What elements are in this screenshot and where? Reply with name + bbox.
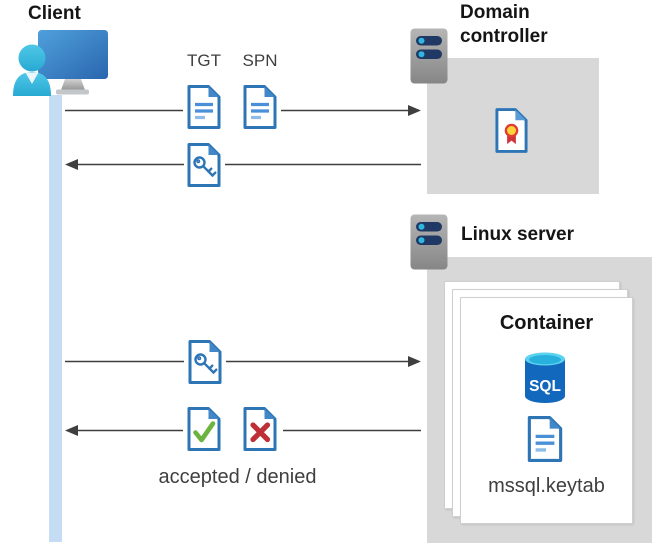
certificate-document-icon [494,106,529,155]
linux-server-icon [410,214,448,270]
tgt-label: TGT [187,51,221,70]
container-title: Container [499,312,594,334]
arrowhead-right-icon [408,356,421,367]
arrowhead-left-icon [65,425,78,436]
service-ticket-key-document-icon [187,339,223,385]
sql-database-icon: SQL [525,352,565,403]
tgt-document-icon [186,84,222,130]
arrowhead-right-icon [408,105,421,116]
user-monitor-icon [13,30,108,96]
auth-result-label: accepted / denied [158,466,317,488]
client-label: Client [28,3,81,24]
denied-x-document-icon [242,406,278,452]
sql-label: SQL [529,378,561,395]
arrowhead-left-icon [65,159,78,170]
service-ticket-key-document-icon [186,142,222,188]
linux-server-title: Linux server [461,224,574,245]
spn-label: SPN [242,51,278,70]
keytab-file-icon [526,415,564,463]
domain-controller-title: Domain controller [460,2,548,47]
domain-controller-server-icon [410,28,448,84]
container-card [460,297,633,524]
keytab-label: mssql.keytab [488,475,605,497]
accepted-check-document-icon [186,406,222,452]
spn-document-icon [242,84,278,130]
client-lifeline [49,95,62,542]
